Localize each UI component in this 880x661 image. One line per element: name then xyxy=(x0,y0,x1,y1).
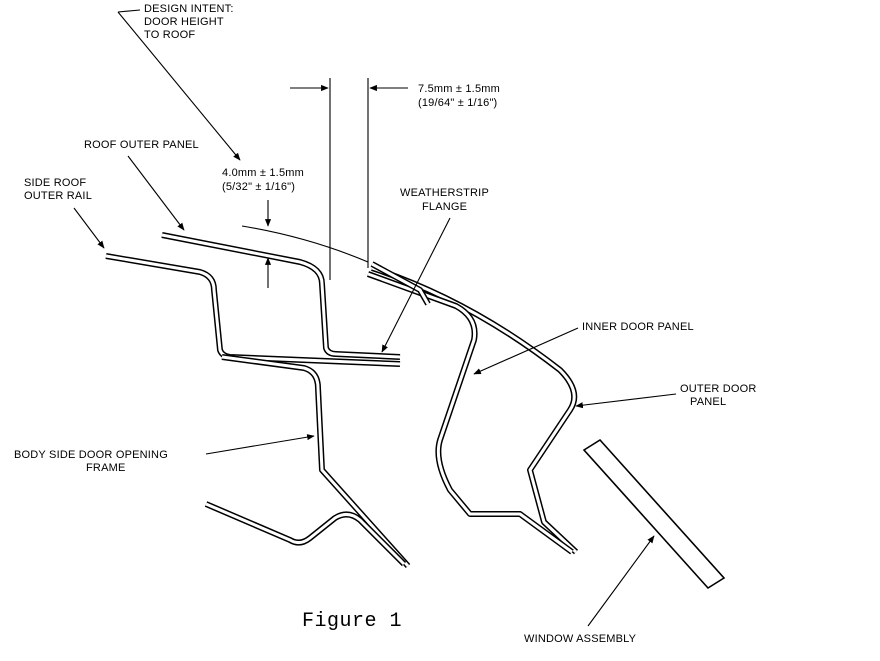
label-side-roof-outer-rail: SIDE ROOF OUTER RAIL xyxy=(24,177,92,202)
body-side-door-opening-frame xyxy=(221,354,411,569)
label-dimension-right: 7.5mm ± 1.5mm (19/64" ± 1/16") xyxy=(418,83,503,109)
side-roof-outer-rail xyxy=(105,253,401,367)
outer-door-panel xyxy=(371,265,579,555)
label-body-side-door-opening-frame: BODY SIDE DOOR OPENING FRAME xyxy=(14,449,171,474)
label-window-assembly: WINDOW ASSEMBLY xyxy=(524,633,637,645)
window-assembly-glass xyxy=(582,438,726,590)
weatherstrip-flange-hem xyxy=(370,261,431,306)
label-weatherstrip-flange: WEATHERSTRIP FLANGE xyxy=(400,187,492,213)
door-height-reference-lines xyxy=(329,78,369,280)
label-roof-outer-panel: ROOF OUTER PANEL xyxy=(84,139,199,151)
inner-door-panel xyxy=(366,271,574,555)
lower-body-panel xyxy=(204,501,407,567)
label-dimension-left: 4.0mm ± 1.5mm (5/32" ± 1/16") xyxy=(222,167,307,193)
label-inner-door-panel: INNER DOOR PANEL xyxy=(582,321,694,333)
leader-lines xyxy=(73,9,677,627)
label-design-intent: DESIGN INTENT: DOOR HEIGHT TO ROOF xyxy=(144,3,237,41)
roof-reference-curve xyxy=(241,225,369,263)
roof-outer-panel xyxy=(161,232,401,360)
figure-caption: Figure 1 xyxy=(302,610,402,633)
label-outer-door-panel: OUTER DOOR PANEL xyxy=(680,383,760,408)
